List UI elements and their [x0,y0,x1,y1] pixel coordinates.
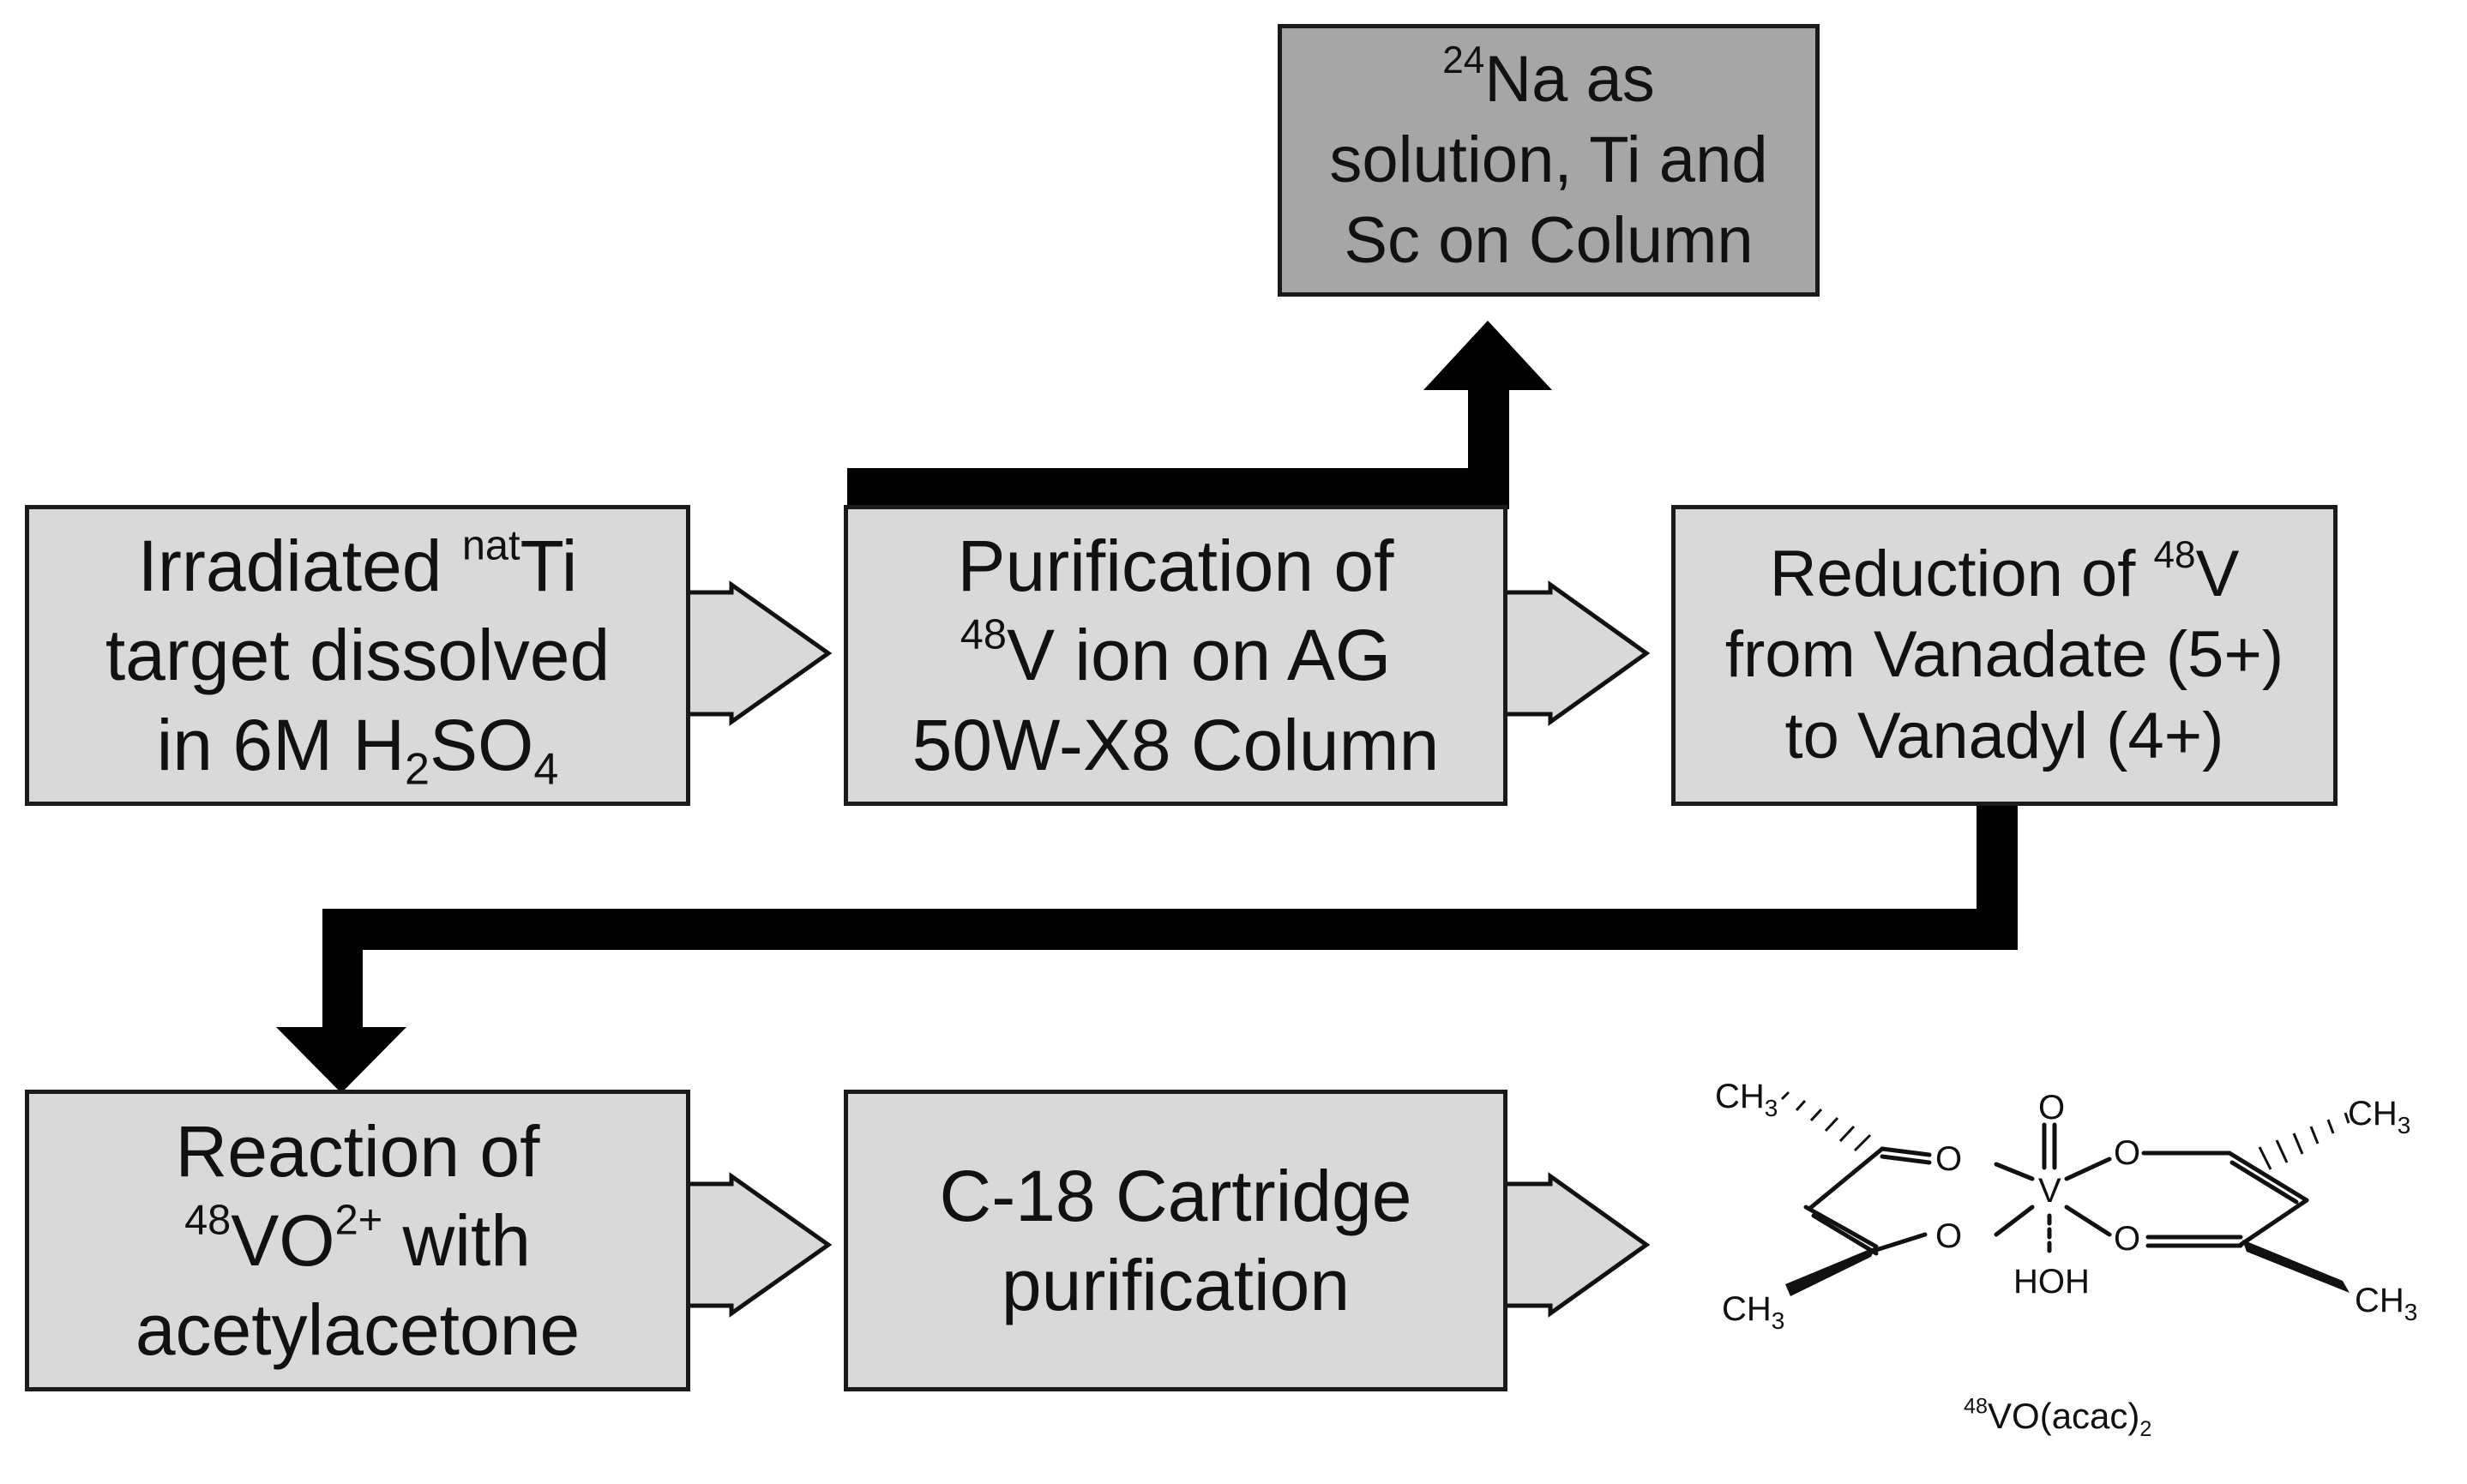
vanadyl-isotope-sup: 48 [184,1197,232,1244]
ch3-bottom-left: CH3 [1722,1290,1784,1334]
oxo-o-label: O [2038,1089,2065,1127]
right-ring-bond-3 [2238,1198,2309,1247]
sodium-line-2: solution, Ti and [1329,123,1768,196]
left-carbonyl-2 [1880,1154,1932,1165]
sodium-isotope-sup: 24 [1442,39,1485,81]
sodium-output-box: 24Na as solution, Ti and Sc on Column [1278,24,1820,297]
cartridge-line-1: C-18 Cartridge [939,1155,1412,1236]
natural-isotope-sup: nat [461,522,520,569]
reaction-line-2-mid: VO [231,1199,335,1281]
v-o-bond-tr [2064,1157,2112,1181]
reaction-line-1: Reaction of [175,1110,540,1192]
solid-arrow-purification-to-sodium [847,321,1552,509]
irradiated-line-1-tail: Ti [520,526,578,607]
ch3-top-left: CH3 [1715,1078,1778,1121]
irradiated-target-box: Irradiated natTi target dissolved in 6M … [25,505,690,806]
left-ring-bond-2b [1811,1213,1879,1256]
purification-box: Purification of 48V ion on AG 50W-X8 Col… [844,505,1507,806]
hashed-wedge-left [1780,1090,1872,1152]
solid-wedge-left [1785,1247,1876,1296]
reaction-line-2: 48VO2+ with [184,1196,531,1285]
o-label-top-right: O [2114,1134,2140,1172]
left-ring-bond-2 [1803,1205,1879,1249]
hollow-arrow-reaction-to-cartridge [685,1172,833,1318]
o-label-bottom-left: O [1935,1217,1962,1255]
sodium-line-3: Sc on Column [1344,204,1754,278]
hollow-arrow-purification-to-reduction [1502,580,1651,726]
caption-sub: 2 [2139,1416,2152,1441]
solid-arrow-reduction-to-reaction [276,804,2018,1093]
ch3-bottom-right: CH3 [2355,1282,2417,1325]
purification-line-1: Purification of [957,526,1394,607]
v-label: V [2038,1172,2061,1210]
vanadium-isotope-sup: 48 [960,611,1007,658]
cartridge-line-2: purification [1001,1245,1351,1325]
ch3-top-right: CH3 [2348,1095,2410,1139]
irradiated-line-3: in 6M H2SO4 [156,700,559,792]
irradiated-line-3-mid: SO [430,704,534,785]
hoh-label: HOH [2013,1263,2090,1301]
reduction-box: Reduction of 48V from Vanadate (5+) to V… [1671,505,2338,806]
reduction-line-2: from Vanadate (5+) [1724,618,2284,692]
irradiated-line-2: target dissolved [105,615,611,696]
reduction-line-3: to Vanadyl (4+) [1784,699,2224,772]
reduction-line-1-text: Reduction of [1769,538,2154,611]
solid-wedge-right [2242,1240,2350,1293]
purification-line-3: 50W-X8 Column [912,704,1440,785]
irradiated-line-1: Irradiated natTi [138,521,578,610]
v-o-bond-tl [1994,1162,2035,1181]
vo-acac-structure: CH3 CH3 CH3 CH3 O O O O O V HOH [1715,1078,2417,1334]
caption-text: VO(acac) [1988,1396,2140,1436]
h-subscript: 2 [405,744,430,795]
sodium-line-1-text: Na as [1484,42,1655,116]
hashed-wedge-right [2258,1112,2350,1170]
caption-isotope-sup: 48 [1964,1394,1989,1419]
reaction-line-2-tail: with [382,1199,531,1281]
left-carbonyl-1 [1880,1146,1932,1157]
reaction-line-3: acetylacetone [135,1289,581,1371]
v-o-bond-br [2064,1205,2112,1237]
reaction-box: Reaction of 48VO2+ with acetylacetone [25,1090,690,1391]
reduction-isotope-sup: 48 [2153,534,2196,577]
v-o-bond-bl [1994,1205,2035,1237]
structure-caption: 48VO(acac)2 [1964,1394,2151,1440]
charge-sup: 2+ [334,1197,383,1244]
hollow-arrow-irradiated-to-purification [685,580,833,726]
reduction-line-1: Reduction of 48V [1770,534,2240,615]
irradiated-line-1-text: Irradiated [137,526,462,607]
purification-line-2: 48V ion on AG [960,610,1392,700]
left-ring-bond-1 [1807,1146,1885,1211]
sodium-line-1: 24Na as [1442,39,1655,120]
o-label-top-left: O [1935,1140,1962,1178]
purification-line-2-text: V ion on AG [1006,615,1392,696]
o-label-bottom-right: O [2114,1220,2140,1258]
right-ring-bond-2 [2227,1151,2309,1203]
cartridge-box: C-18 Cartridge purification [844,1090,1507,1391]
hollow-arrow-cartridge-to-product [1502,1172,1651,1318]
reduction-line-1-tail: V [2195,538,2240,611]
o-subscript: 4 [533,744,559,795]
left-ring-bond-3 [1874,1232,1928,1253]
right-ring-bond-2b [2229,1160,2299,1205]
irradiated-line-3-pre: in 6M H [156,704,406,785]
